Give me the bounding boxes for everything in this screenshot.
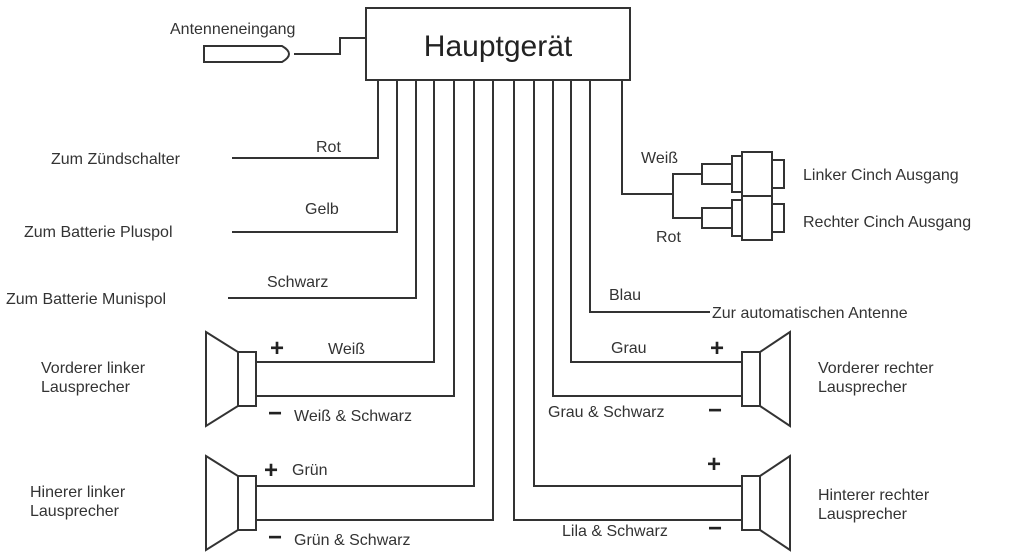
- front-right-plus-color: Grau: [611, 340, 647, 357]
- front-right-plus-symbol: +: [710, 335, 724, 362]
- rear-right-speaker-cone: [759, 454, 791, 552]
- wire-front-right-minus: [552, 80, 742, 397]
- front-left-label-1: Vorderer linker: [41, 360, 146, 377]
- rear-right-label-2: Lausprecher: [818, 506, 908, 523]
- front-left-minus-symbol: −: [268, 400, 282, 427]
- wire-front-left-plus: [256, 80, 435, 363]
- antenna-label: Antenneneingang: [170, 21, 295, 38]
- front-left-speaker-cone: [205, 330, 239, 428]
- rca-left-plug: [701, 151, 785, 197]
- battery-minus-wire-color: Schwarz: [267, 274, 328, 291]
- wire-auto-antenna: [589, 80, 710, 313]
- rear-right-label-1: Hinterer rechter: [818, 487, 930, 504]
- battery-plus-destination: Zum Batterie Pluspol: [24, 224, 173, 241]
- wire-rear-left-plus: [256, 80, 475, 487]
- rca-right-plug: [701, 195, 785, 241]
- rca-left-label: Linker Cinch Ausgang: [803, 167, 959, 184]
- battery-minus-destination: Zum Batterie Munispol: [6, 291, 166, 308]
- wire-front-left-minus: [256, 80, 455, 397]
- antenna-wire: [294, 37, 366, 55]
- ignition-destination: Zum Zündschalter: [51, 151, 181, 168]
- ignition-wire-color: Rot: [316, 139, 341, 156]
- wire-rca-common: [621, 80, 673, 195]
- front-left-plus-color: Weiß: [328, 341, 365, 358]
- rear-left-plus-color: Grün: [292, 462, 328, 479]
- wire-rear-right-plus: [533, 80, 742, 487]
- wire-ignition: [232, 80, 379, 159]
- rear-left-speaker-magnet: [237, 475, 257, 531]
- front-right-label-2: Lausprecher: [818, 379, 908, 396]
- front-right-minus-symbol: −: [708, 397, 722, 424]
- rear-left-label-1: Hinerer linker: [30, 484, 126, 501]
- rear-left-minus-color: Grün & Schwarz: [294, 532, 410, 549]
- rear-right-minus-symbol: −: [708, 515, 722, 542]
- head-unit-box: [365, 7, 631, 81]
- rca-right-wire-color: Rot: [656, 229, 681, 246]
- front-left-minus-color: Weiß & Schwarz: [294, 408, 412, 425]
- wire-rca-left: [672, 173, 702, 194]
- auto-antenna-wire-color: Blau: [609, 287, 641, 304]
- front-right-label-1: Vorderer rechter: [818, 360, 934, 377]
- auto-antenna-destination: Zur automatischen Antenne: [712, 305, 908, 322]
- front-right-speaker-cone: [759, 330, 791, 428]
- rear-left-plus-symbol: +: [264, 457, 278, 484]
- head-unit-title: Hauptgerät: [424, 30, 573, 63]
- wire-front-right-plus: [570, 80, 742, 363]
- front-right-minus-color: Grau & Schwarz: [548, 404, 664, 421]
- rear-left-minus-symbol: −: [268, 524, 282, 551]
- wire-rca-right: [672, 194, 702, 219]
- front-left-label-2: Lausprecher: [41, 379, 131, 396]
- battery-plus-wire-color: Gelb: [305, 201, 339, 218]
- front-right-speaker-magnet: [741, 351, 761, 407]
- front-left-speaker-magnet: [237, 351, 257, 407]
- rear-right-plus-symbol: +: [707, 451, 721, 478]
- antenna-plug: [203, 45, 290, 63]
- rear-right-minus-color: Lila & Schwarz: [562, 523, 668, 540]
- front-left-plus-symbol: +: [270, 335, 284, 362]
- wire-rear-left-minus: [256, 80, 494, 521]
- wire-battery-minus: [228, 80, 417, 299]
- rear-left-label-2: Lausprecher: [30, 503, 120, 520]
- wire-rear-right-minus: [513, 80, 742, 521]
- rca-left-wire-color: Weiß: [641, 150, 678, 167]
- wire-battery-plus: [232, 80, 398, 233]
- rear-right-speaker-magnet: [741, 475, 761, 531]
- rca-right-label: Rechter Cinch Ausgang: [803, 214, 971, 231]
- rear-left-speaker-cone: [205, 454, 239, 552]
